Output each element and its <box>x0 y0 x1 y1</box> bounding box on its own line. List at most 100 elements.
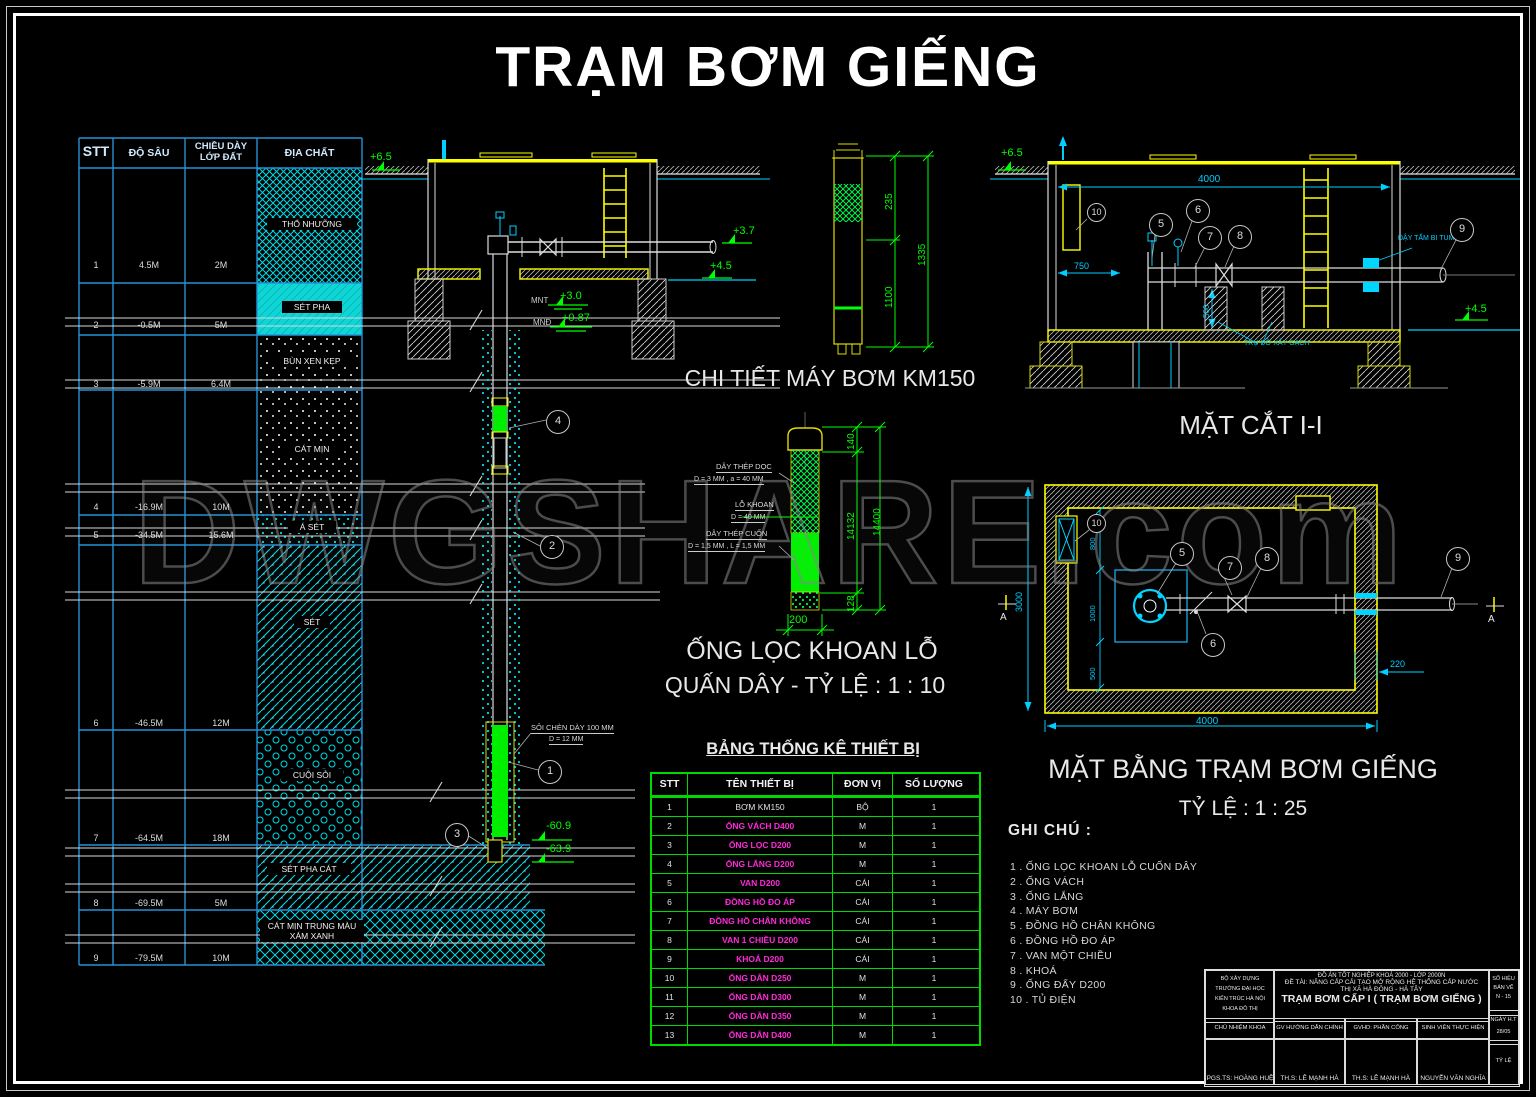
section-dim-750: 750 <box>1074 261 1090 271</box>
equipment-table-cell: 1 <box>892 798 975 816</box>
equipment-table-cell: M <box>832 817 892 835</box>
callout-1: 1 <box>538 760 562 784</box>
equipment-table-cell: 1 <box>892 931 975 949</box>
filter-label-3a: DÂY THÉP CUỐN <box>706 529 768 540</box>
equip-header-name: TÊN THIẾT BỊ <box>687 774 832 795</box>
section-callout-8: 8 <box>1228 225 1252 249</box>
section-callout-10: 10 <box>1087 203 1106 222</box>
date-value: 28/05 <box>1496 1029 1511 1035</box>
note-item: 10 . TỦ ĐIỆN <box>1010 994 1076 1007</box>
callout-4: 4 <box>546 410 570 434</box>
equipment-table-cell: CÁI <box>832 950 892 968</box>
equipment-table-cell: M <box>832 969 892 987</box>
equipment-table-cell: ĐỒNG HỒ ĐO ÁP <box>687 893 832 911</box>
org-line: KIẾN TRÚC HÀ NỘI <box>1214 996 1265 1002</box>
soil-layer-chip: Á SÉT <box>288 521 336 533</box>
soil-layer-chip: CÁT MỊN TRUNG MÀU XÁM XANH <box>260 920 364 942</box>
project-line2: ĐỀ TÀI: NÂNG CẤP CẢI TẠO MỞ RỘNG HỆ THỐN… <box>1284 979 1479 986</box>
plan-scale: TỶ LỆ : 1 : 25 <box>1178 797 1308 820</box>
pump-dim-235: 235 <box>884 193 895 210</box>
equipment-table-cell: 12 <box>664 1011 675 1021</box>
equip-header-unit: ĐƠN VỊ <box>832 774 892 795</box>
filter-label-2a: LỖ KHOAN <box>735 500 774 511</box>
elevation-floor: +4.5 <box>710 260 732 272</box>
filter-dim-140: 140 <box>846 433 857 450</box>
equipment-table-cell: 1 <box>667 802 672 812</box>
filter-title-line1: ỐNG LỌC KHOAN LỖ <box>686 637 938 665</box>
page-title: TRẠM BƠM GIẾNG <box>495 35 1041 99</box>
equipment-table-cell: 1 <box>892 988 975 1006</box>
equipment-table-cell: 4 <box>667 859 672 869</box>
pump-dim-1335: 1335 <box>917 243 928 266</box>
soil-row-value: 10M <box>212 502 230 512</box>
equipment-table-cell: 1 <box>892 912 975 930</box>
soil-layer-chip: THỔ NHƯỠNG <box>267 218 357 230</box>
equipment-table-cell: VAN D200 <box>687 874 832 892</box>
equipment-table-cell: M <box>832 836 892 854</box>
title-block-name3: NGUYỄN VĂN NGHĨA <box>1416 1038 1490 1085</box>
equipment-table-cell: BỘ <box>832 798 892 816</box>
soil-row-value: -16.9M <box>134 502 163 512</box>
section-callout-7: 7 <box>1198 226 1222 250</box>
plan-callout-6: 6 <box>1201 633 1225 657</box>
soil-row-value: -0.5M <box>137 320 161 330</box>
soil-header-geology: ĐỊA CHẤT <box>284 147 335 159</box>
equipment-table-cell: M <box>832 1026 892 1044</box>
callout-2: 2 <box>540 535 564 559</box>
soil-row-value: 1 <box>93 260 99 270</box>
title-block-role3: SINH VIÊN THỰC HIỆN <box>1416 1018 1490 1040</box>
soil-row-value: 15.6M <box>208 530 234 540</box>
sheet-number: N - 15 <box>1496 994 1511 1000</box>
title-block-project: ĐỒ ÁN TỐT NGHIỆP KHOÁ 2000 - LỚP 2000N Đ… <box>1273 970 1490 1022</box>
soil-row-value: 6 <box>93 718 99 728</box>
title-block-name1: TH.S: LÊ MẠNH HÀ <box>1273 1038 1346 1085</box>
equipment-table-cell: 6 <box>667 897 672 907</box>
section-elev-left: +6.5 <box>1001 147 1023 159</box>
plan-section-mark-right: A <box>1488 614 1495 625</box>
section-dim-500: 500 <box>1202 304 1211 318</box>
plan-dim-800: 800 <box>1088 537 1097 550</box>
plan-dim-500: 500 <box>1088 667 1097 680</box>
equipment-table-cell: 7 <box>667 916 672 926</box>
mnt-label: MNT <box>531 296 549 305</box>
note-item: 2 . ỐNG VÁCH <box>1010 875 1085 888</box>
soil-row-value: 7 <box>93 833 99 843</box>
equipment-table-cell: CÁI <box>832 931 892 949</box>
title-block-name2: TH.S: LÊ MẠNH HÀ <box>1344 1038 1418 1085</box>
plan-dim-4000: 4000 <box>1196 716 1219 727</box>
soil-layer-chip: CÁT MỊN <box>282 443 342 455</box>
filter-dim-128: 128 <box>846 595 857 612</box>
plan-dim-1000: 1000 <box>1088 605 1097 622</box>
soil-row-value: 2M <box>214 260 228 270</box>
soil-row-value: -46.5M <box>134 718 163 728</box>
watermark: DWGSHARE.com <box>132 449 1407 617</box>
equipment-table-cell: BƠM KM150 <box>687 798 832 816</box>
filter-detail-drawing <box>742 412 886 636</box>
equipment-table-cell: ỐNG LỌC D200 <box>687 836 832 854</box>
filter-dim-14132: 14132 <box>846 512 857 540</box>
elevation-pipe: +3.7 <box>733 225 755 237</box>
equipment-table-cell: 1 <box>892 950 975 968</box>
equipment-table-cell: 1 <box>892 969 975 987</box>
section-title: MẶT CẮT I-I <box>1179 410 1323 440</box>
soil-layer-chip: BÙN XEN KẸP <box>268 355 356 367</box>
section-ii-drawing <box>990 136 1520 389</box>
mnd-value: +0.87 <box>562 312 590 324</box>
equipment-table-cell: 1 <box>892 1026 975 1044</box>
note-item: 6 . ĐỒNG HỒ ĐO ÁP <box>1010 934 1116 947</box>
section-sleeve-label: ĐẬY TẤM BI TUM <box>1398 235 1455 242</box>
soil-row-value: 2 <box>93 320 99 330</box>
section-callout-5: 5 <box>1149 213 1173 237</box>
date-label: NGÀY H.T <box>1490 1017 1517 1023</box>
plan-dim-3000: 3000 <box>1014 591 1024 612</box>
leader-lines <box>466 218 1457 850</box>
note-item: 8 . KHOÁ <box>1010 964 1057 977</box>
note-item: 4 . MÁY BƠM <box>1010 905 1079 918</box>
